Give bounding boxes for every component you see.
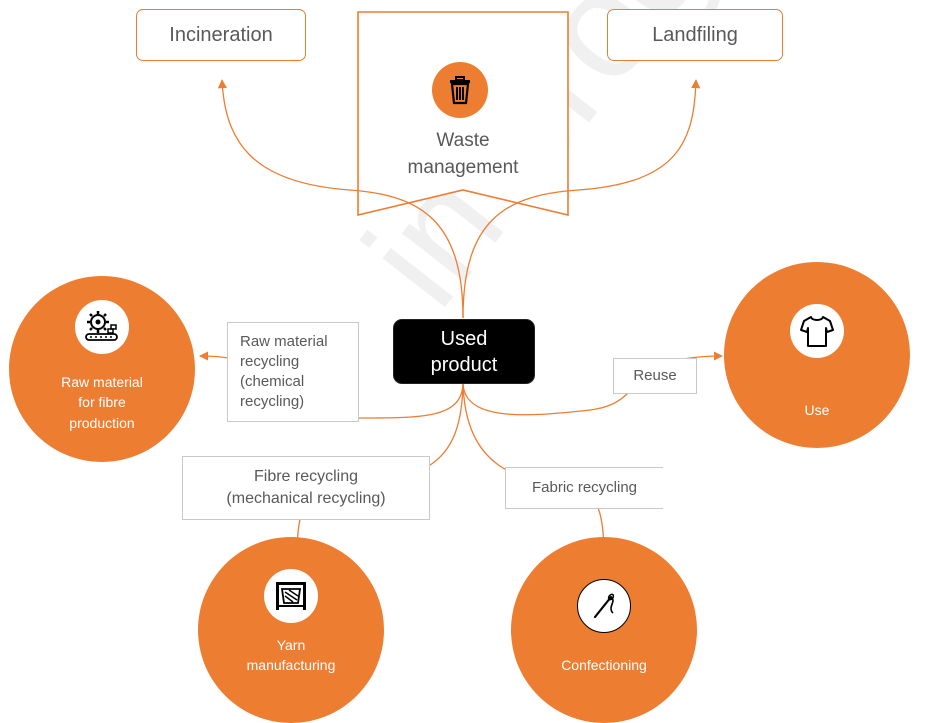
- edge-line: (chemical: [240, 373, 305, 390]
- used-product-node: Used product: [394, 320, 534, 383]
- yarn-line2: manufacturing: [246, 657, 336, 674]
- connector-to-landfiling: [462, 79, 701, 319]
- trash-bin-icon: [432, 62, 488, 118]
- raw-material-line3: production: [69, 414, 135, 431]
- confectioning-label: Confectioning: [561, 657, 647, 673]
- yarn-manufacturing-node: Yarn manufacturing: [198, 537, 384, 723]
- sewing-needle-icon: [577, 579, 631, 633]
- spinning-loom-icon: [264, 569, 318, 623]
- used-product-line1: Used: [440, 327, 488, 350]
- incineration-label: Incineration: [169, 23, 273, 46]
- raw-material-label: Raw material for fibre production: [9, 372, 195, 433]
- fabric-recycling-label: Fabric recycling: [531, 478, 638, 496]
- edge-line: recycling: [240, 352, 300, 370]
- gear-conveyor-icon: [75, 300, 129, 354]
- edge-line: Raw material: [240, 332, 328, 350]
- edge-label-fibre-recycling: Fibre recycling (mechanical recycling): [182, 456, 430, 520]
- landfiling-label: Landfiling: [652, 23, 738, 46]
- waste-management-line2: management: [407, 156, 519, 178]
- waste-management-line1: Waste: [436, 130, 490, 151]
- reuse-label: Reuse: [633, 366, 677, 384]
- edge-label-raw-material-recycling: Raw material recycling (chemical recycli…: [227, 322, 359, 422]
- used-product-line2: product: [430, 353, 498, 376]
- incineration-box: Incineration: [136, 9, 306, 61]
- edge-label-reuse: Reuse: [613, 358, 697, 394]
- landfiling-box: Landfiling: [607, 9, 783, 61]
- waste-management-label: Waste management: [388, 128, 538, 181]
- edge-line: recycling): [240, 393, 305, 411]
- connector-to-incineration: [217, 79, 464, 319]
- use-node: Use: [724, 262, 910, 448]
- edge-label-fabric-recycling: Fabric recycling: [505, 467, 663, 509]
- t-shirt-icon: [790, 304, 844, 358]
- raw-material-node: Raw material for fibre production: [9, 276, 195, 462]
- yarn-line1: Yarn: [276, 637, 306, 653]
- yarn-label: Yarn manufacturing: [198, 635, 384, 676]
- edge-line: Fibre recycling: [253, 468, 359, 486]
- raw-material-line1: Raw material: [61, 374, 143, 390]
- use-label: Use: [804, 402, 830, 418]
- edge-line: (mechanical recycling): [226, 490, 386, 507]
- raw-material-line2: for fibre: [78, 394, 126, 411]
- confectioning-node: Confectioning: [511, 537, 697, 723]
